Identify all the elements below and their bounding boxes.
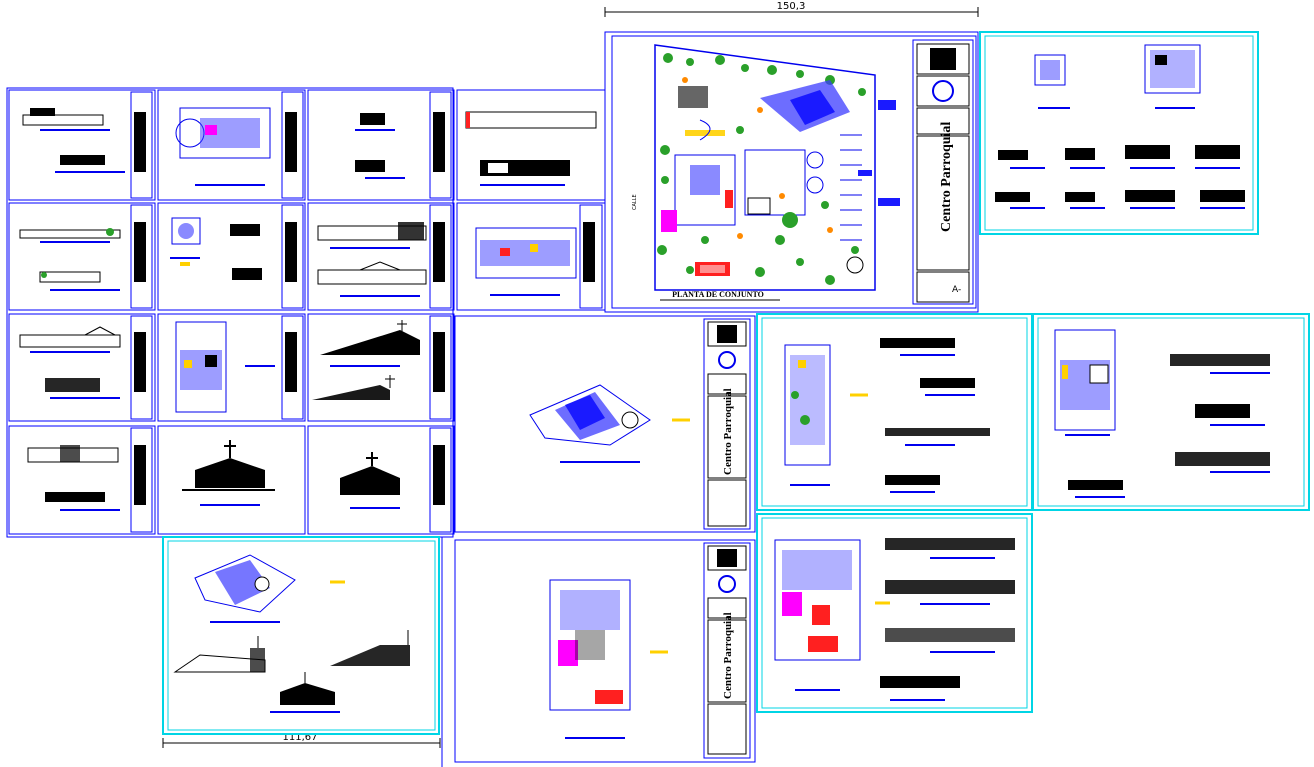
sheet-r1c2 [157,89,306,201]
sheet-r2c2 [157,202,306,311]
sheet-r1c1 [8,89,156,201]
sheet-top-right [979,31,1259,235]
sheet-right-middle-b [1032,313,1310,511]
sheet-bottom-left [162,536,440,735]
logo-stamp-icon [930,48,956,70]
sheet-r3c2 [157,313,306,422]
site-plan-caption: PLANTA DE CONJUNTO [672,290,764,299]
dimension-top-label: 150,3 [777,1,806,12]
sheet-r4c2 [157,425,306,535]
sheet-r2c1 [8,202,156,311]
sheet-r2c4 [456,202,606,311]
north-arrow-icon [932,80,954,102]
sheet-ground-plan: Centro Parroquial [454,539,756,763]
sheet-r2c3 [307,202,455,311]
sheet-r3c3 [307,313,455,422]
sheet-r3c1 [8,313,156,422]
sheet-r1c3 [307,89,455,201]
site-plan-project-title: Centro Parroquial [939,122,954,232]
sheet-site-plan: CALLE PLANTA DE CONJUNTO Centro Parroqui… [604,31,979,313]
ground-plan-project-title: Centro Parroquial [722,612,734,699]
sheet-bottom-right [756,513,1033,713]
sheet-church-plan: Centro Parroquial [454,315,756,533]
sheet-r4c3 [307,425,455,535]
dimension-bottom-label: 111,67 [283,732,318,743]
site-plan-side-note: CALLE [632,194,638,210]
sheet-r4c1 [8,425,156,535]
site-plan-sheet-letter: A- [952,285,961,295]
sheet-r1c4 [456,89,606,201]
sheet-right-middle-a [756,313,1033,511]
church-plan-project-title: Centro Parroquial [722,388,734,475]
dimension-bottom: 111,67 [162,732,441,748]
dimension-top: 150,3 [604,1,979,17]
